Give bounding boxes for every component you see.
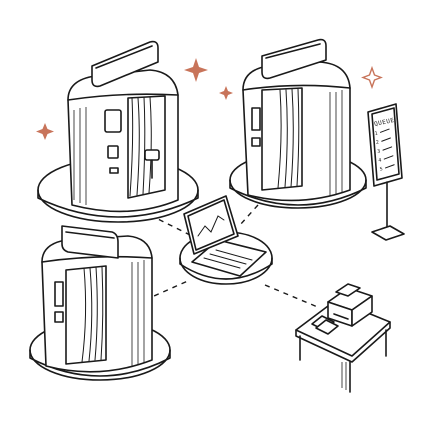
printer-table bbox=[295, 283, 391, 393]
svg-text:3: 3 bbox=[377, 149, 381, 155]
sparkle-icon bbox=[36, 123, 54, 140]
sparkle-decorations bbox=[36, 58, 383, 140]
sparkle-icon bbox=[219, 86, 233, 100]
chart-line-icon bbox=[197, 215, 225, 237]
svg-text:4: 4 bbox=[378, 157, 382, 163]
photo-booth-top-left bbox=[37, 40, 199, 223]
svg-text:1: 1 bbox=[374, 131, 378, 137]
network-connections bbox=[144, 204, 321, 309]
svg-text:5: 5 bbox=[379, 166, 383, 172]
laptop-dashboard bbox=[179, 195, 273, 285]
sparkle-icon bbox=[361, 65, 383, 90]
photo-booth-top-right bbox=[229, 38, 367, 209]
queue-sign-stand: QUEUE 1 2 3 4 5 bbox=[367, 103, 405, 241]
queue-list: 1 2 3 4 5 bbox=[374, 128, 395, 173]
queue-sign-title: QUEUE bbox=[374, 117, 396, 128]
sparkle-icon bbox=[184, 58, 208, 82]
photo-booth-bottom-left bbox=[29, 225, 171, 381]
svg-text:2: 2 bbox=[376, 140, 380, 146]
